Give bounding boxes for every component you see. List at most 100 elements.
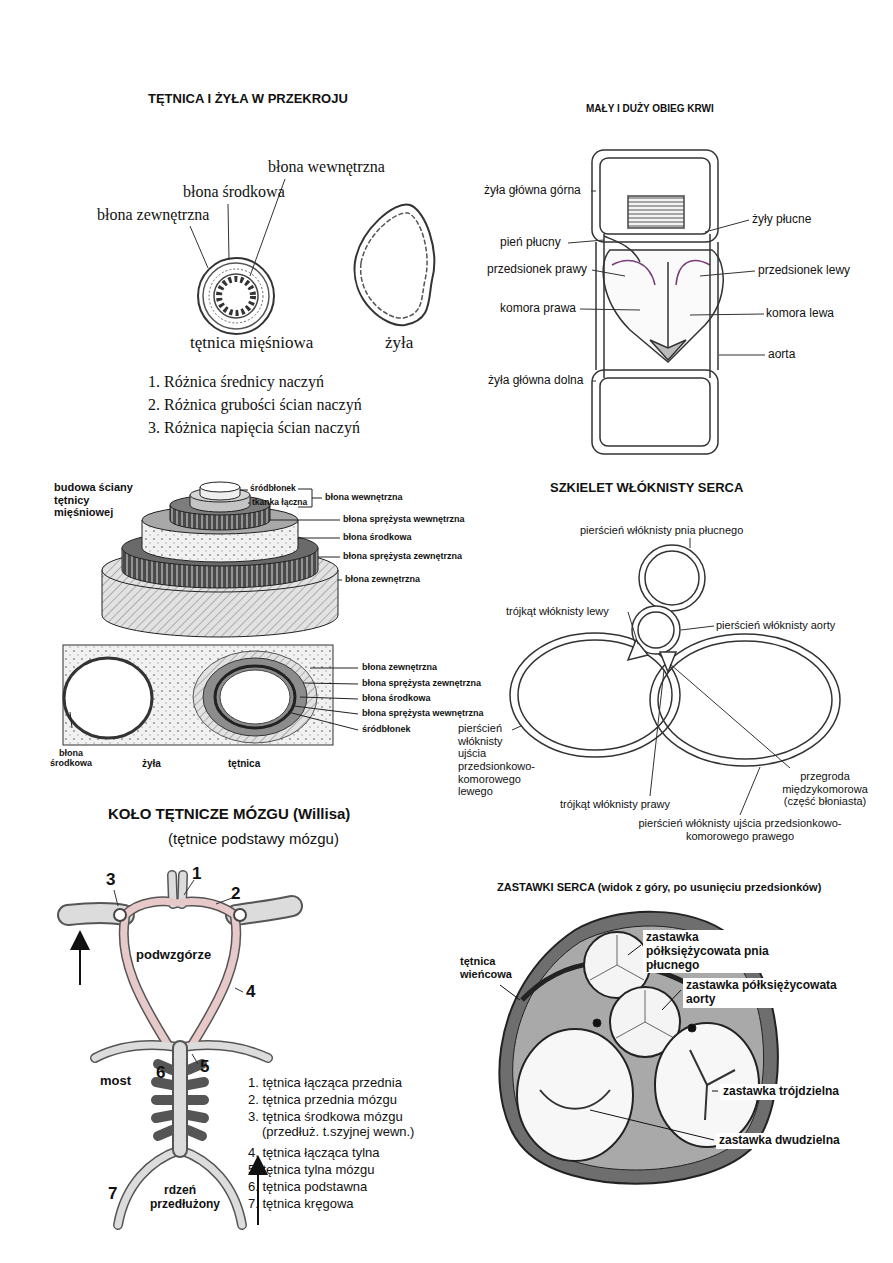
illustration-part bbox=[300, 697, 358, 699]
illustration-part bbox=[303, 683, 358, 684]
illustration-part bbox=[580, 309, 640, 310]
illustration-part bbox=[235, 988, 243, 992]
illustration-part bbox=[298, 538, 340, 539]
illustration-part bbox=[650, 340, 686, 360]
leader-lines bbox=[568, 191, 765, 381]
illustration-part bbox=[660, 652, 676, 672]
part-label: błona sprężysta wewnętrzna bbox=[343, 514, 465, 524]
illustration-part bbox=[592, 270, 625, 276]
part-label: błona sprężysta wewnętrzna bbox=[362, 708, 484, 718]
part-label: śródbłonek bbox=[362, 724, 411, 734]
part-label: żyła bbox=[385, 333, 413, 353]
part-label: błona środkowa bbox=[343, 532, 412, 542]
illustration-part bbox=[667, 262, 669, 360]
panel-title: KOŁO TĘTNICZE MÓZGU (Willisa) bbox=[108, 805, 350, 822]
illustration-part bbox=[628, 196, 684, 228]
illustration-part bbox=[592, 370, 718, 454]
illustration-part bbox=[639, 545, 705, 611]
illustration-part bbox=[590, 935, 644, 980]
illustration-part bbox=[240, 490, 248, 491]
illustration-part bbox=[318, 557, 340, 558]
illustration-part bbox=[228, 204, 229, 260]
illustration-part bbox=[192, 918, 236, 1045]
part-label: pień płucny bbox=[500, 236, 561, 250]
part-label: zastawka półksiężycowata pnia płucnego bbox=[643, 930, 789, 973]
illustration-part bbox=[355, 204, 435, 325]
illustration-part bbox=[628, 945, 641, 955]
part-label: tętnica bbox=[228, 758, 260, 770]
illustration-part bbox=[200, 482, 240, 492]
illustration-part bbox=[192, 1054, 198, 1064]
artery-wall-layers bbox=[102, 482, 338, 637]
panel-subtitle: budowa ściany tętnicy mięśniowej bbox=[54, 481, 149, 519]
illustration-part bbox=[688, 1024, 696, 1032]
illustration-part bbox=[198, 258, 274, 334]
part-label: komora lewa bbox=[766, 307, 834, 321]
illustration-part bbox=[64, 658, 152, 738]
panel-title: SZKIELET WŁÓKNISTY SERCA bbox=[550, 481, 743, 496]
illustration-part bbox=[540, 1090, 610, 1109]
part-label: pierścień włóknisty aorty bbox=[716, 619, 835, 632]
leader-lines bbox=[240, 489, 342, 580]
fibrous-skeleton bbox=[510, 545, 840, 766]
part-label: błona sprężysta zewnętrzna bbox=[343, 551, 462, 561]
illustration-part bbox=[294, 706, 358, 714]
part-label: błona wewnętrzna bbox=[268, 158, 385, 176]
illustration-part bbox=[705, 220, 749, 232]
illustration-part bbox=[95, 875, 268, 1225]
illustration-part bbox=[603, 250, 723, 362]
panel-title: TĘTNICA I ŻYŁA W PRZEKROJU bbox=[148, 92, 348, 107]
part-label: przedsionek prawy bbox=[487, 263, 587, 277]
illustration-part bbox=[650, 670, 664, 796]
illustration-part bbox=[512, 726, 521, 730]
region-label: podwzgórze bbox=[136, 948, 211, 963]
part-label: błona środkowa bbox=[46, 748, 96, 769]
illustration-part bbox=[70, 712, 72, 728]
illustration-part bbox=[214, 274, 258, 318]
illustration-part bbox=[182, 1045, 268, 1058]
callout-number: 4 bbox=[246, 982, 255, 1002]
part-label: przedsionek lewy bbox=[758, 264, 850, 278]
region-label: rdzeń przedłużony bbox=[150, 1184, 210, 1212]
part-label: żyły płucne bbox=[752, 213, 811, 227]
illustration-part bbox=[172, 1048, 188, 1150]
part-label: błona środkowa bbox=[362, 693, 431, 703]
illustration-part bbox=[600, 158, 710, 234]
illustration-part bbox=[193, 651, 317, 743]
leader-lines bbox=[70, 668, 358, 730]
part-label: błona zewnętrzna bbox=[345, 574, 420, 584]
part-label: żyła główna dolna bbox=[488, 374, 583, 388]
region-label: most bbox=[100, 1074, 131, 1089]
illustration-part bbox=[517, 1029, 633, 1161]
illustration-part bbox=[717, 242, 719, 370]
illustration-part bbox=[593, 1019, 601, 1027]
part-label: zastawka półksiężycowata aorty bbox=[683, 978, 849, 1008]
leader-lines bbox=[500, 945, 718, 1140]
callout-number: 3 bbox=[106, 870, 115, 890]
leader-lines bbox=[512, 538, 790, 815]
legend-item: 6. tętnica podstawna bbox=[248, 1180, 367, 1195]
part-label: trójkąt włóknisty prawy bbox=[560, 798, 670, 811]
illustration-part bbox=[592, 381, 596, 382]
part-label: pierścień włóknisty ujścia przedsionkowo… bbox=[620, 817, 860, 842]
illustration-part bbox=[219, 279, 253, 313]
part-label: tkanka łączna bbox=[252, 498, 307, 508]
callout-number: 5 bbox=[200, 1057, 209, 1077]
legend-item: 1. tętnica łącząca przednia bbox=[248, 1076, 402, 1091]
panel-subtitle: (tętnice podstawy mózgu) bbox=[168, 830, 339, 847]
illustration-part bbox=[209, 269, 263, 323]
illustration-part bbox=[174, 1048, 186, 1150]
legend-item: 5. tętnica tylna mózgu bbox=[248, 1163, 374, 1178]
illustration-part bbox=[690, 538, 691, 548]
callout-number: 7 bbox=[108, 1184, 117, 1204]
illustration-part bbox=[700, 271, 755, 276]
illustration-part bbox=[740, 767, 760, 815]
callout-number: 1 bbox=[192, 864, 201, 884]
illustration-part bbox=[712, 1091, 718, 1092]
artery-vein-section bbox=[190, 179, 434, 334]
illustration-part bbox=[650, 634, 840, 766]
illustration-part bbox=[645, 551, 699, 605]
illustration-part bbox=[203, 658, 307, 736]
